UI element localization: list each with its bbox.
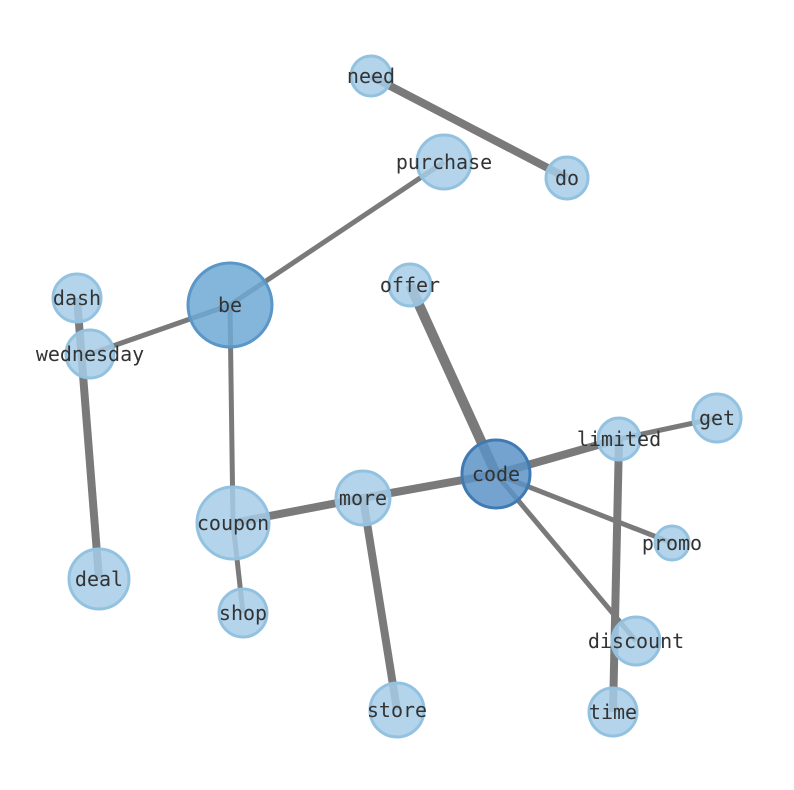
node-label-be: be	[218, 293, 242, 317]
node-do[interactable]: do	[544, 155, 590, 201]
node-circle-purchase[interactable]	[415, 133, 473, 191]
node-circle-deal[interactable]	[67, 547, 131, 611]
node-label-store: store	[367, 698, 427, 722]
node-circle-shop[interactable]	[217, 587, 269, 639]
node-label-do: do	[555, 166, 579, 190]
node-code[interactable]: code	[460, 438, 532, 510]
node-circle-do[interactable]	[544, 155, 590, 201]
node-circle-promo[interactable]	[653, 524, 691, 562]
node-label-code: code	[472, 462, 520, 486]
node-get[interactable]: get	[691, 392, 743, 444]
node-circle-store[interactable]	[368, 681, 426, 739]
edge-need-do	[369, 72, 569, 182]
node-need[interactable]: need	[347, 54, 395, 98]
node-wednesday[interactable]: wednesday	[36, 328, 144, 380]
node-label-purchase: purchase	[396, 150, 492, 174]
node-circle-more[interactable]	[334, 469, 392, 527]
node-label-time: time	[589, 700, 637, 724]
node-label-need: need	[347, 64, 395, 88]
node-more[interactable]: more	[334, 469, 392, 527]
edge-more-store	[359, 497, 401, 711]
node-label-discount: discount	[588, 629, 684, 653]
nodes-layer: need do purchase be dash wednesday offer get lim…	[36, 54, 743, 739]
node-purchase[interactable]: purchase	[396, 133, 492, 191]
node-label-dash: dash	[53, 286, 101, 310]
node-circle-code[interactable]	[460, 438, 532, 510]
node-dash[interactable]: dash	[51, 272, 103, 324]
node-label-promo: promo	[642, 531, 702, 555]
node-label-offer: offer	[380, 273, 440, 297]
node-deal[interactable]: deal	[67, 547, 131, 611]
node-circle-offer[interactable]	[387, 262, 433, 308]
node-be[interactable]: be	[186, 261, 274, 349]
node-circle-get[interactable]	[691, 392, 743, 444]
node-circle-coupon[interactable]	[195, 485, 271, 561]
node-circle-dash[interactable]	[51, 272, 103, 324]
node-offer[interactable]: offer	[380, 262, 440, 308]
node-store[interactable]: store	[367, 681, 427, 739]
node-label-limited: limited	[577, 427, 661, 451]
node-time[interactable]: time	[587, 686, 639, 738]
node-circle-limited[interactable]	[596, 416, 642, 462]
node-circle-be[interactable]	[186, 261, 274, 349]
node-shop[interactable]: shop	[217, 587, 269, 639]
node-label-more: more	[339, 486, 387, 510]
node-limited[interactable]: limited	[577, 416, 661, 462]
node-promo[interactable]: promo	[642, 524, 702, 562]
node-circle-wednesday[interactable]	[64, 328, 116, 380]
node-coupon[interactable]: coupon	[195, 485, 271, 561]
node-circle-discount[interactable]	[610, 615, 662, 667]
node-circle-time[interactable]	[587, 686, 639, 738]
node-label-get: get	[699, 406, 735, 430]
node-discount[interactable]: discount	[588, 615, 684, 667]
node-label-deal: deal	[75, 567, 123, 591]
node-label-wednesday: wednesday	[36, 342, 144, 366]
node-label-coupon: coupon	[197, 511, 269, 535]
node-circle-need[interactable]	[349, 54, 393, 98]
node-label-shop: shop	[219, 601, 267, 625]
edge-limited-time	[609, 438, 623, 713]
